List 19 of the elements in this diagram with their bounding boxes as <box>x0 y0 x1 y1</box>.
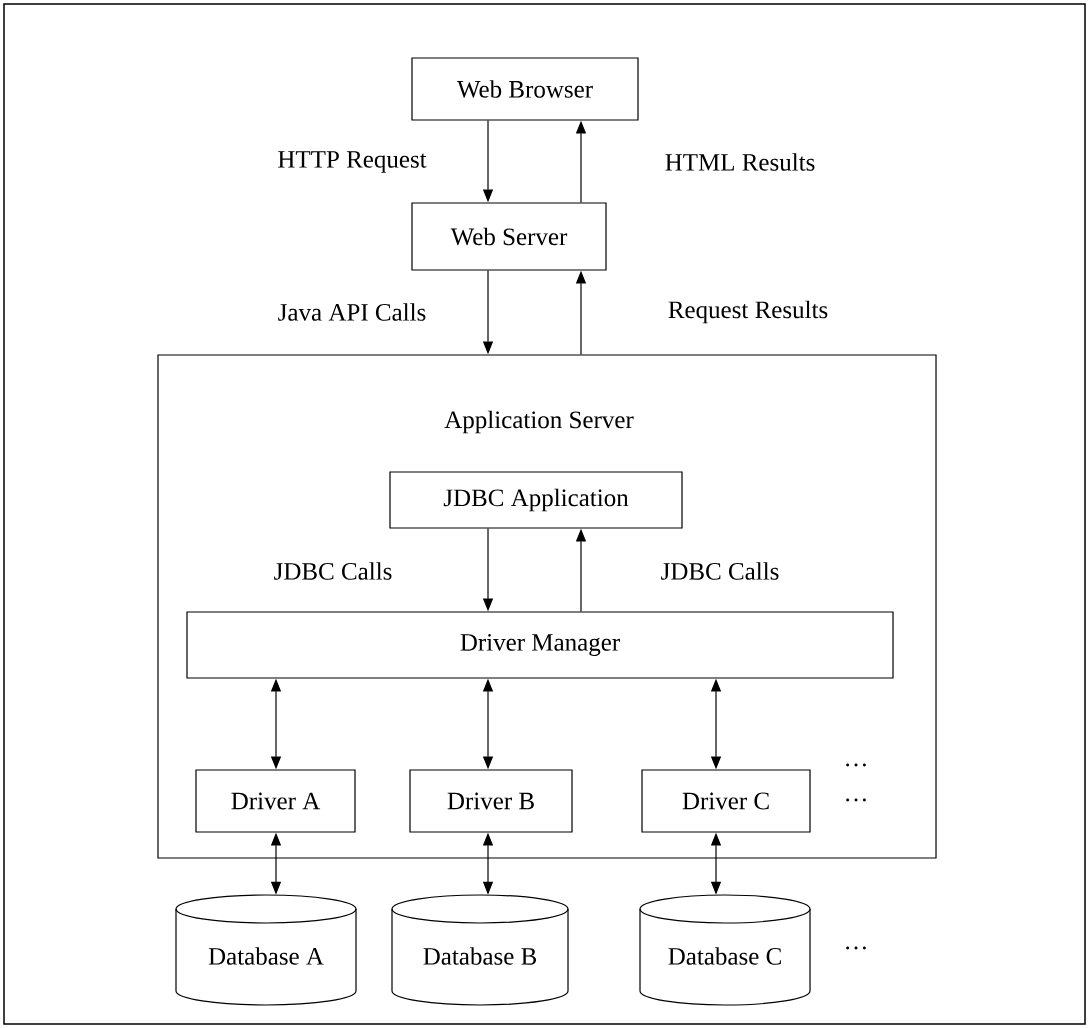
database-cylinder: Database B <box>391 894 569 1006</box>
edge-label: Request Results <box>666 299 830 325</box>
edge-label: JDBC Calls <box>659 561 781 581</box>
process-box: Driver A <box>195 769 356 833</box>
ellipsis: … <box>846 763 866 767</box>
ellipsis: … <box>846 798 866 802</box>
process-box: JDBC Application <box>389 471 683 529</box>
edge-label: JDBC Calls <box>272 561 394 581</box>
database-cylinder: Database A <box>175 894 357 1006</box>
process-box: Driver Manager <box>186 611 894 679</box>
process-box: Web Browser <box>411 57 639 121</box>
edge-label: HTTP Request <box>276 150 428 174</box>
ellipsis: … <box>846 946 866 950</box>
edge-label: HTML Results <box>663 152 817 172</box>
process-box: Driver C <box>641 769 811 833</box>
database-cylinder: Database C <box>639 894 811 1006</box>
edge-label: Java API Calls <box>276 302 428 322</box>
process-box: Web Server <box>411 202 607 271</box>
process-box: Driver B <box>409 769 573 833</box>
